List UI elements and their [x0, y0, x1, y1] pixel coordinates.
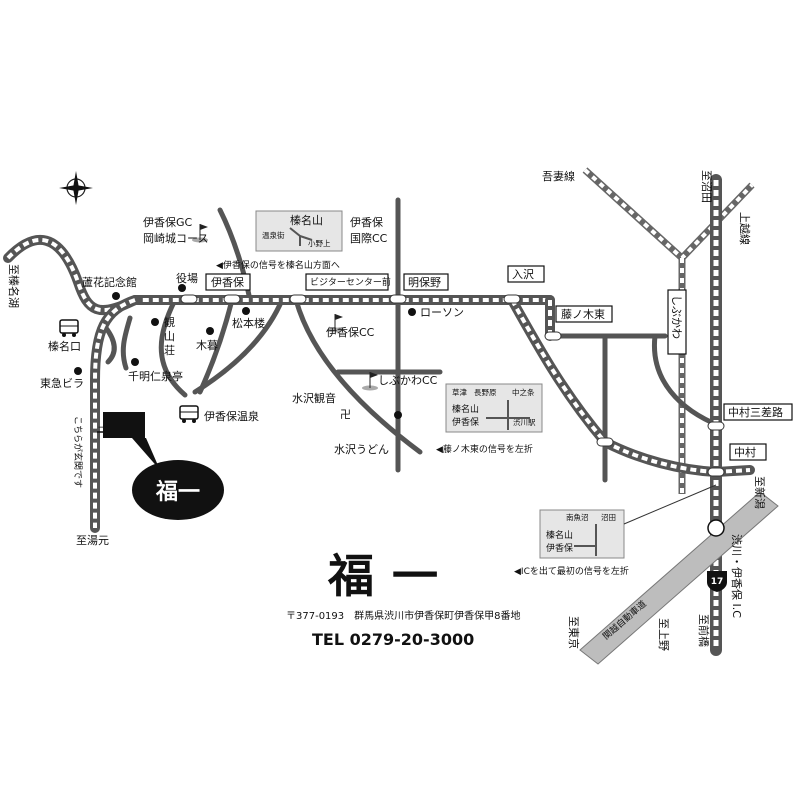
label-yakuba: 役場	[176, 271, 198, 285]
poi-dot	[178, 284, 186, 292]
direction-inset-fujinoki: 草津 長野原 中之条 榛名山 伊香保 渋川駅	[445, 383, 543, 433]
signal-icon	[707, 467, 725, 477]
label-to-numata: 至沼田	[700, 170, 714, 203]
label-senmeijinsentei: 千明仁泉亭	[128, 369, 183, 383]
route-shield-icon: 17	[707, 571, 727, 592]
label-kankisou-1: 観	[164, 315, 175, 329]
label-tokyu-villa: 東急ビラ	[40, 376, 84, 390]
label-matsumotoro: 松本楼	[232, 316, 265, 330]
signal-icon	[223, 294, 241, 304]
poi-dot	[112, 292, 120, 300]
svg-text:伊香保: 伊香保	[452, 416, 479, 428]
label-meihono: 明保野	[408, 275, 441, 289]
label-ikaho-kokusai-1: 伊香保	[350, 215, 383, 229]
label-irisawa: 入沢	[512, 267, 534, 281]
ic-marker	[707, 519, 725, 537]
footer: 福一 〒377-0193 群馬県渋川市伊香保町伊香保甲8番地 TEL 0279-…	[286, 549, 521, 649]
svg-text:榛名山: 榛名山	[546, 529, 573, 541]
golf-flag-icon	[192, 224, 208, 243]
svg-text:榛名山: 榛名山	[290, 213, 323, 227]
signal-icon	[180, 294, 198, 304]
label-agatsuma-line: 吾妻線	[542, 169, 575, 183]
label-kochira-genkan: こちらが玄関です	[72, 416, 84, 488]
label-ikaho-cc: 伊香保CC	[326, 325, 375, 339]
svg-text:長野原: 長野原	[474, 388, 497, 397]
svg-text:南魚沼: 南魚沼	[566, 512, 589, 522]
signal-icon	[707, 421, 725, 431]
label-harunasan-note: ◀伊香保の信号を榛名山方面へ	[216, 259, 340, 271]
poi-dot	[131, 358, 139, 366]
label-ic-note: ◀ICを出て最初の信号を左折	[514, 565, 629, 577]
svg-text:温泉街: 温泉街	[262, 230, 285, 240]
signal-icon	[503, 294, 521, 304]
label-kankisou-3: 荘	[164, 344, 175, 357]
poi-markers	[74, 284, 416, 419]
svg-text:榛名山: 榛名山	[452, 403, 479, 415]
bus-icon	[59, 319, 79, 337]
direction-inset-ic: 南魚沼 沼田 榛名山 伊香保	[539, 484, 717, 559]
label-lawson: ローソン	[420, 306, 464, 319]
signal-icon	[389, 294, 407, 304]
label-fujinoki-higashi: 藤ノ木東	[561, 308, 605, 321]
phone-number: TEL 0279-20-3000	[312, 630, 474, 649]
signal-icon	[544, 331, 562, 341]
label-to-niigata: 至新潟	[753, 476, 767, 509]
hotel-marker: 福一 →	[97, 412, 224, 520]
label-ikaho-signal: 伊香保	[211, 275, 244, 289]
label-kogure: 木暮	[196, 338, 218, 352]
bus-icon	[179, 405, 199, 423]
label-to-haruna-lake: 至榛名湖	[7, 264, 21, 308]
svg-text:小野上: 小野上	[308, 239, 331, 248]
poi-dot	[206, 327, 214, 335]
hotel-name: 福一	[155, 480, 200, 505]
label-harunasan-bus: 榛名口	[48, 339, 81, 353]
signal-icon	[289, 294, 307, 304]
direction-inset-harunasan: 榛名山 温泉街 小野上	[255, 210, 343, 252]
label-kankisou-2: 山	[164, 330, 175, 343]
label-mizusawa-kannon: 水沢観音	[292, 391, 336, 405]
label-fujinoki-note: ◀藤ノ木東の信号を左折	[436, 443, 533, 455]
label-visitor-center: ビジターセンター前	[310, 276, 391, 288]
temple-icon: 卍	[340, 408, 351, 421]
label-to-ueno: 至上野	[657, 618, 670, 651]
label-roka-museum: 蘆花記念館	[82, 275, 137, 289]
address-text: 〒377-0193 群馬県渋川市伊香保町伊香保甲8番地	[286, 609, 521, 622]
svg-text:17: 17	[711, 577, 724, 587]
label-okazakijo-course: 岡崎城コース	[143, 231, 208, 245]
label-shibukawa-ikaho-ic: 渋川・伊香保 I.C	[730, 534, 744, 618]
compass-icon	[59, 171, 93, 205]
label-joetsu-line: 上越線	[738, 212, 752, 245]
label-ikaho-kokusai-2: 国際CC	[350, 232, 388, 245]
minor-roads	[103, 197, 723, 483]
label-shibukawa-station: しぶかわ	[670, 295, 683, 339]
label-to-tokyo: 至東京	[567, 616, 581, 649]
poi-dot	[242, 307, 250, 315]
label-to-yumoto: 至湯元	[76, 534, 109, 547]
brand-logo: 福一	[327, 549, 456, 603]
poi-dot	[151, 318, 159, 326]
map-labels: 至榛名湖 蘆花記念館 役場 伊香保GC 岡崎城コース 伊香保 国際CC 榛名口 …	[7, 169, 793, 651]
golf-flag-icon	[327, 314, 343, 333]
label-nakamura-sansaro: 中村三差路	[728, 405, 783, 419]
svg-text:中之条: 中之条	[512, 387, 535, 397]
svg-text:渋川駅: 渋川駅	[513, 417, 536, 427]
label-shibukawa-cc: しぶかわCC	[378, 374, 438, 387]
label-nakamura: 中村	[734, 445, 756, 459]
svg-text:沼田: 沼田	[601, 513, 616, 522]
golf-flag-icon	[362, 372, 378, 391]
label-to-maebashi: 至前橋	[697, 614, 711, 647]
label-ikaho-onsen: 伊香保温泉	[204, 409, 259, 423]
poi-dot	[408, 308, 416, 316]
signal-icon	[596, 437, 614, 447]
svg-text:伊香保: 伊香保	[546, 542, 573, 554]
poi-dot	[394, 411, 402, 419]
traffic-signals	[180, 294, 725, 477]
label-mizusawa-udon: 水沢うどん	[334, 442, 389, 456]
svg-text:→: →	[98, 423, 106, 433]
svg-text:草津: 草津	[452, 387, 467, 397]
poi-dot	[74, 367, 82, 375]
label-ikaho-gc: 伊香保GC	[143, 215, 193, 229]
